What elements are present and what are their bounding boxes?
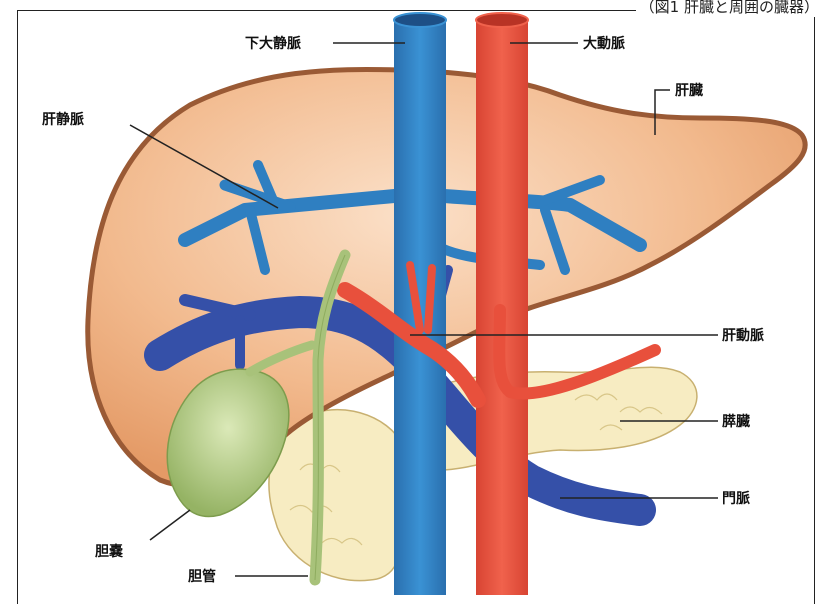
label-gallbladder: 胆嚢 [95,543,124,560]
label-liver: 肝臓 [675,82,703,99]
label-aorta: 大動脈 [583,35,625,52]
ivc-opening [394,13,446,27]
label-bile-duct: 胆管 [188,568,216,585]
label-pancreas: 膵臓 [722,413,750,430]
label-hepatic-vein: 肝静脈 [42,111,84,128]
label-inferior-vena-cava: 下大静脈 [245,35,301,52]
aorta-opening [476,13,528,27]
label-hepatic-artery: 肝動脈 [722,327,764,344]
label-portal-vein: 門脈 [722,490,750,507]
